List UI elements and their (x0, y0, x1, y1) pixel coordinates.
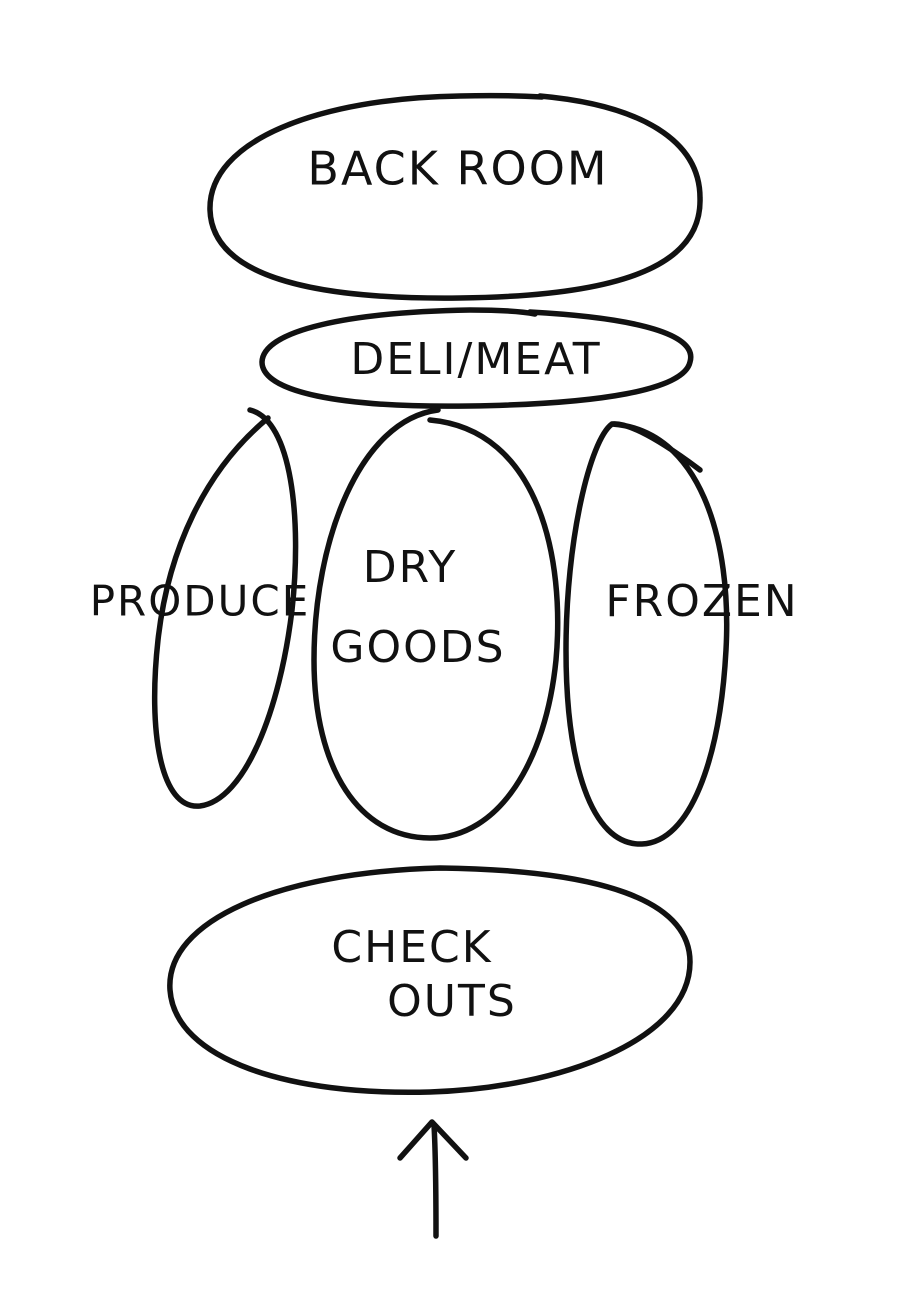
checkouts-outline (167, 865, 693, 1096)
entrance-arrow-head (397, 1119, 469, 1161)
checkouts-zone: CHECK OUTS (167, 865, 693, 1096)
deli-meat-zone: DELI/MEAT (259, 307, 694, 409)
back-room-zone: BACK ROOM (207, 92, 703, 301)
dry-goods-outline (311, 407, 561, 841)
checkouts-label-line2: OUTS (387, 976, 517, 1027)
frozen-zone: FROZEN (563, 421, 798, 847)
dry-goods-zone: DRY GOODS (311, 407, 561, 841)
produce-outline (151, 407, 299, 809)
back-room-label: BACK ROOM (307, 142, 608, 196)
produce-zone: PRODUCE (90, 407, 311, 809)
deli-meat-label: DELI/MEAT (350, 334, 601, 385)
produce-label: PRODUCE (90, 577, 311, 626)
dry-goods-label-line1: DRY (363, 542, 458, 593)
back-room-outline (207, 92, 703, 301)
up-arrow-icon (397, 1119, 469, 1239)
deli-meat-outline (259, 307, 694, 409)
frozen-label: FROZEN (605, 576, 798, 627)
checkouts-label-line1: CHECK (331, 922, 492, 973)
entrance-arrow-shaft (431, 1122, 439, 1239)
frozen-outline (563, 421, 730, 847)
dry-goods-label-line2: GOODS (330, 622, 505, 673)
